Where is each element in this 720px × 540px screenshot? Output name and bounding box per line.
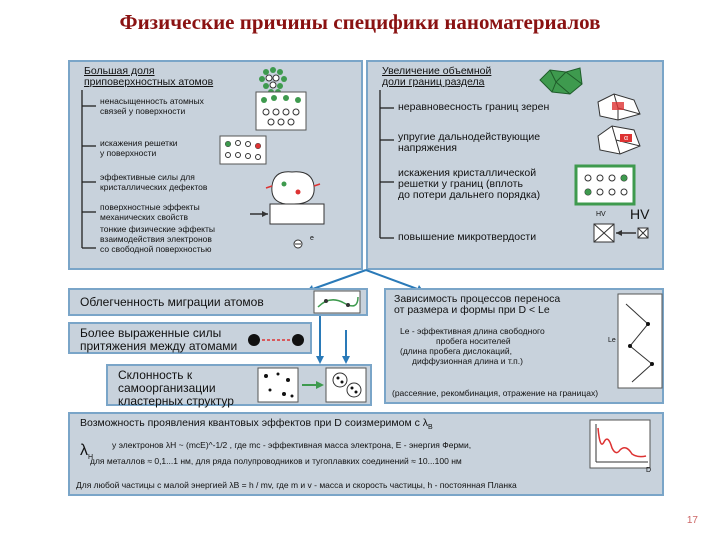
- left-item: ненасыщенность атомных связей у поверхно…: [100, 96, 204, 116]
- electron-icon: [293, 239, 303, 249]
- lambda-text: λ: [80, 442, 88, 459]
- slide-title: Физические причины специфики наноматериа…: [119, 10, 601, 34]
- left-bracket-lines: [81, 90, 96, 249]
- quantum-footer: Для любой частицы с малой энергией λB = …: [76, 480, 517, 490]
- left-item-line: искажения решетки: [100, 138, 178, 148]
- left-item-line: связей у поверхности: [100, 106, 186, 116]
- left-item-line: у поверхности: [100, 148, 157, 158]
- right-header-line: доли границ раздела: [382, 76, 485, 88]
- left-item-line: ненасыщенность атомных: [100, 96, 204, 106]
- right-item: повышение микротвердости: [398, 232, 536, 243]
- transfer-title-line: Зависимость процессов переноса: [394, 293, 561, 305]
- left-item-line: со свободной поверхностью: [100, 244, 212, 254]
- quantum-axis-label: D: [646, 467, 652, 474]
- stress-grain-icon: [597, 125, 641, 155]
- transfer-title-line: от размера и формы при D < Le: [394, 304, 550, 316]
- grain-structure-icon: [539, 67, 583, 95]
- right-panel-header: Увеличение объемной доли границ раздела: [382, 66, 491, 88]
- left-item-line: кристаллических дефектов: [100, 182, 208, 192]
- quantum-title: Возможность проявления квантовых эффекто…: [80, 418, 433, 432]
- right-item-line: упругие дальнодействующие: [398, 131, 541, 143]
- attraction-text: Более выраженные силы притяжения между а…: [80, 327, 237, 353]
- lambda-symbol: λH: [80, 442, 94, 462]
- mean-free-path-icon: [617, 293, 663, 389]
- right-header-line: Увеличение объемной: [382, 65, 492, 77]
- left-item-line: взаимодействия электронов: [100, 234, 212, 244]
- transfer-desc: Le - эффективная длина свободного пробег…: [400, 326, 545, 366]
- attraction-line: притяжения между атомами: [80, 339, 238, 353]
- quantum-line2: для металлов ≈ 0,1...1 нм, для ряда полу…: [90, 456, 462, 466]
- right-item-line: до потери дальнего порядка): [398, 189, 541, 201]
- hv-big-label: HV: [630, 206, 650, 222]
- quantum-title-sub: B: [428, 424, 433, 432]
- left-header-line: приповерхностных атомов: [84, 76, 214, 88]
- quantum-title-text: Возможность проявления квантовых эффекто…: [80, 417, 429, 429]
- lattice-boundary-icon: [574, 164, 636, 206]
- transfer-desc-line: (длина пробега дислокаций,: [400, 346, 512, 356]
- selforg-panel: Склонность к самоорганизации кластерных …: [106, 364, 372, 408]
- le-label: Le: [608, 337, 616, 344]
- quantum-oscillation-graph: [589, 419, 651, 469]
- clusters-icon: [257, 367, 367, 403]
- right-bracket-lines: [379, 90, 394, 239]
- migration-icon: [313, 290, 361, 314]
- mechanical-test-icon: [250, 203, 325, 225]
- lambda-sub: H: [88, 454, 94, 462]
- right-item-line: неравновесность границ зерен: [398, 101, 550, 113]
- left-item: поверхностные эффекты механических свойс…: [100, 202, 200, 222]
- surface-atoms-icon: [255, 91, 307, 131]
- selforg-line: самоорганизации: [118, 381, 216, 395]
- quantum-panel: Возможность проявления квантовых эффекто…: [68, 412, 664, 496]
- transfer-desc-line: Le - эффективная длина свободного: [400, 326, 545, 336]
- left-item-line: эффективные силы для: [100, 172, 195, 182]
- left-item: тонкие физические эффекты взаимодействия…: [100, 224, 215, 254]
- transfer-title: Зависимость процессов переноса от размер…: [394, 294, 560, 316]
- attraction-panel: Более выраженные силы притяжения между а…: [68, 322, 312, 354]
- right-item: искажения кристаллической решетки у гран…: [398, 168, 540, 201]
- nanoparticle-cluster-icon: [259, 67, 287, 95]
- defect-particle-icon: [265, 171, 321, 205]
- left-header-line: Большая доля: [84, 65, 155, 77]
- right-item-line: решетки у границ (вплоть: [398, 178, 523, 190]
- transfer-footnote: (рассеяние, рекомбинация, отражение на г…: [392, 388, 599, 398]
- right-panel: Увеличение объемной доли границ раздела …: [366, 60, 664, 270]
- left-panel-header: Большая доля приповерхностных атомов: [84, 66, 213, 88]
- left-item: искажения решетки у поверхности: [100, 138, 178, 158]
- right-item-line: повышение микротвердости: [398, 231, 537, 243]
- attraction-line: Более выраженные силы: [80, 326, 222, 340]
- attraction-icon: [248, 334, 304, 346]
- selforg-text: Склонность к самоорганизации кластерных …: [118, 369, 234, 408]
- page-number: 17: [686, 515, 698, 526]
- right-item: упругие дальнодействующие напряжения: [398, 132, 540, 154]
- selforg-line: Склонность к: [118, 368, 193, 382]
- grain-alpha-label: α: [624, 135, 629, 142]
- quantum-line1: у электронов λH ~ (mcE)^-1/2 , где mc - …: [112, 440, 472, 450]
- left-panel: Большая доля приповерхностных атомов нен…: [68, 60, 363, 270]
- grain-boundary-icon: [597, 93, 641, 121]
- right-item-line: напряжения: [398, 142, 457, 154]
- hv-small-label: HV: [596, 211, 606, 218]
- hardness-indent-icon: [593, 223, 649, 243]
- transfer-desc-line: диффузионная длина и т.п.): [412, 356, 523, 366]
- right-item: неравновесность границ зерен: [398, 102, 549, 113]
- transfer-desc-line: пробега носителей: [436, 336, 511, 346]
- migration-panel: Облегченность миграции атомов: [68, 288, 368, 316]
- migration-text: Облегченность миграции атомов: [80, 295, 264, 309]
- transfer-panel: Зависимость процессов переноса от размер…: [384, 288, 664, 404]
- left-item: эффективные силы для кристаллических деф…: [100, 172, 207, 192]
- left-item-line: поверхностные эффекты: [100, 202, 200, 212]
- right-item-line: искажения кристаллической: [398, 167, 537, 179]
- left-item-line: механических свойств: [100, 212, 188, 222]
- left-item-line: тонкие физические эффекты: [100, 224, 215, 234]
- electron-label: e: [310, 235, 314, 242]
- lattice-distortion-icon: [219, 135, 267, 165]
- selforg-line: кластерных структур: [118, 394, 234, 408]
